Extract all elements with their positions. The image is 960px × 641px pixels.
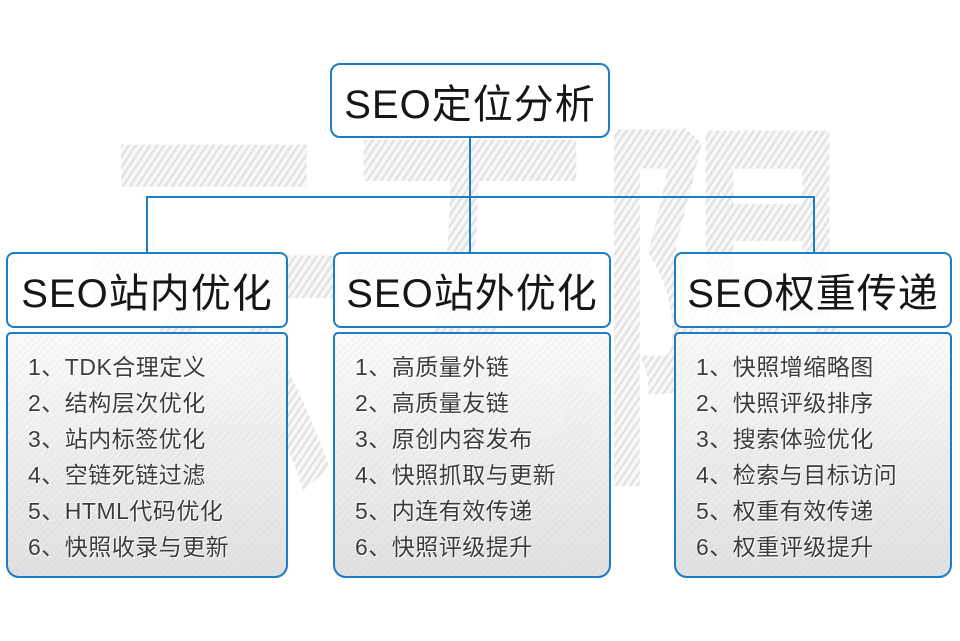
list-item: 4、空链死链过滤 [28, 462, 206, 488]
branch-panel-offsite: 1、高质量外链 2、高质量友链 3、原创内容发布 4、快照抓取与更新 5、内连有… [333, 332, 611, 578]
branch-header-offsite: SEO站外优化 [333, 252, 611, 328]
root-box: SEO定位分析 [330, 63, 610, 138]
connector-drop-right [813, 196, 815, 254]
list-item: 5、HTML代码优化 [28, 498, 224, 524]
list-item: 4、快照抓取与更新 [355, 462, 557, 488]
list-item: 3、搜索体验优化 [696, 426, 874, 452]
list-item: 3、站内标签优化 [28, 426, 206, 452]
connector-spine [146, 196, 815, 198]
branch-header-weight: SEO权重传递 [674, 252, 952, 328]
list-item: 1、快照增缩略图 [696, 354, 874, 380]
list-item: 2、结构层次优化 [28, 390, 206, 416]
list-item: 4、检索与目标访问 [696, 462, 898, 488]
list-item: 6、快照评级提升 [355, 534, 533, 560]
list-item: 2、高质量友链 [355, 390, 510, 416]
branch-header-onsite: SEO站内优化 [6, 252, 288, 328]
branch-title: SEO权重传递 [687, 272, 939, 316]
list-item: 1、高质量外链 [355, 354, 510, 380]
branch-panel-weight: 1、快照增缩略图 2、快照评级排序 3、搜索体验优化 4、检索与目标访问 5、权… [674, 332, 952, 578]
list-item: 5、权重有效传递 [696, 498, 874, 524]
branch-title: SEO站外优化 [346, 272, 598, 316]
list-item: 1、TDK合理定义 [28, 354, 207, 380]
list-item: 2、快照评级排序 [696, 390, 874, 416]
list-item: 6、快照收录与更新 [28, 534, 230, 560]
list-item: 5、内连有效传递 [355, 498, 533, 524]
branch-panel-onsite: 1、TDK合理定义 2、结构层次优化 3、站内标签优化 4、空链死链过滤 5、H… [6, 332, 288, 578]
root-title: SEO定位分析 [344, 82, 596, 127]
connector-drop-left [146, 196, 148, 254]
list-item: 6、权重评级提升 [696, 534, 874, 560]
list-item: 3、原创内容发布 [355, 426, 533, 452]
branch-title: SEO站内优化 [21, 272, 273, 316]
